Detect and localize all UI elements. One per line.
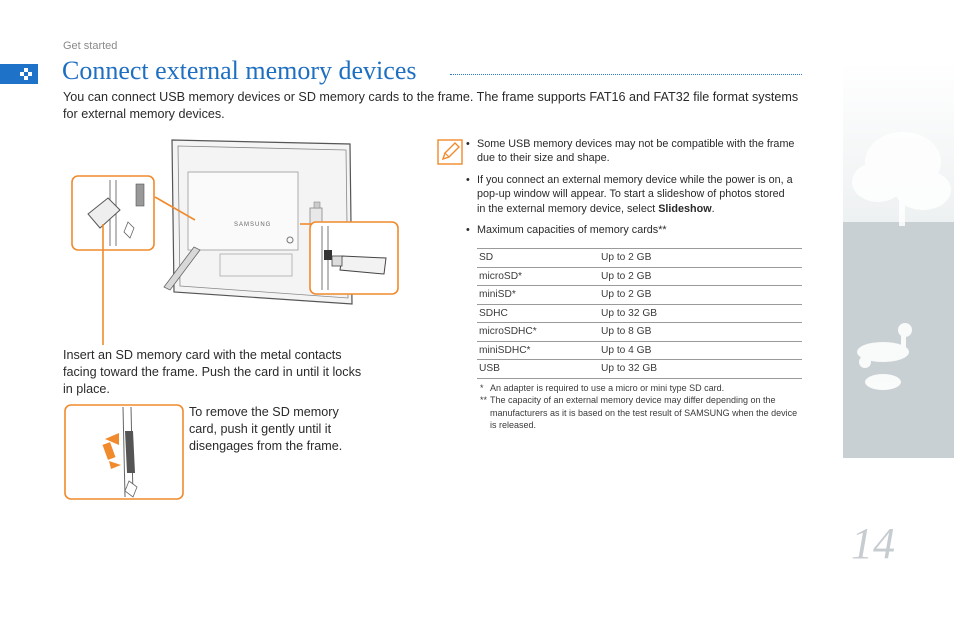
capacity-cell: Up to 2 GB [599, 285, 802, 305]
note-item: If you connect an external memory device… [466, 173, 796, 216]
footnotes: * An adapter is required to use a micro o… [480, 382, 805, 431]
frame-connection-illustration: SAMSUNG [71, 139, 399, 345]
usb-stick-graphic [321, 226, 387, 290]
note-pencil-icon [437, 139, 463, 165]
footnote-text: An adapter is required to use a micro or… [490, 383, 725, 393]
note-item: Maximum capacities of memory cards** [466, 223, 796, 238]
tree-silhouette [852, 132, 951, 226]
slideshow-term: Slideshow [658, 202, 712, 215]
insert-card-caption: Insert an SD memory card with the metal … [63, 348, 362, 396]
capacity-cell: Up to 4 GB [599, 341, 802, 360]
device-cell: microSDHC* [477, 322, 599, 342]
sd-removal-illustration [64, 404, 184, 500]
title-divider [450, 74, 802, 75]
frame-stand [163, 246, 201, 291]
frame-brand-label: SAMSUNG [234, 222, 271, 228]
breadcrumb: Get started [63, 40, 118, 52]
device-cell: microSD* [477, 267, 599, 286]
note-text: Some USB memory devices may not be compa… [477, 138, 795, 165]
footnote: * An adapter is required to use a micro o… [480, 382, 805, 394]
table-row: microSD*Up to 2 GB [477, 267, 802, 286]
device-cell: miniSDHC* [477, 341, 599, 360]
intro-paragraph: You can connect USB memory devices or SD… [63, 90, 799, 121]
sd-card-graphic [87, 180, 145, 246]
table-row: microSDHC*Up to 8 GB [477, 322, 802, 342]
page-title: Connect external memory devices [62, 56, 417, 85]
note-item: Some USB memory devices may not be compa… [466, 137, 796, 166]
section-marker-icon [0, 64, 38, 84]
remove-card-caption: To remove the SD memory card, push it ge… [189, 405, 343, 453]
note-text-end: . [711, 202, 715, 215]
footnote-mark: ** [480, 395, 488, 406]
capacity-cell: Up to 32 GB [599, 359, 802, 379]
footnote: **The capacity of an external memory dev… [480, 394, 805, 431]
capacity-cell: Up to 8 GB [599, 322, 802, 342]
note-text: Maximum capacities of memory cards** [477, 224, 667, 237]
device-cell: SDHC [477, 304, 599, 323]
notes-list: Some USB memory devices may not be compa… [466, 137, 796, 244]
capacity-cell: Up to 32 GB [599, 304, 802, 323]
device-cell: SD [477, 248, 599, 268]
capacity-cell: Up to 2 GB [599, 248, 802, 268]
table-row: miniSD*Up to 2 GB [477, 285, 802, 305]
capacity-cell: Up to 2 GB [599, 267, 802, 286]
note-text: If you connect an external memory device… [477, 173, 793, 215]
footnote-text: The capacity of an external memory devic… [490, 395, 798, 430]
duck-silhouette [857, 323, 912, 390]
footnote-mark: * [480, 383, 484, 393]
device-cell: USB [477, 359, 599, 379]
page-number: 14 [851, 519, 895, 568]
table-row: miniSDHC*Up to 4 GB [477, 341, 802, 360]
device-cell: miniSD* [477, 285, 599, 305]
decorative-side-panel [843, 62, 954, 458]
